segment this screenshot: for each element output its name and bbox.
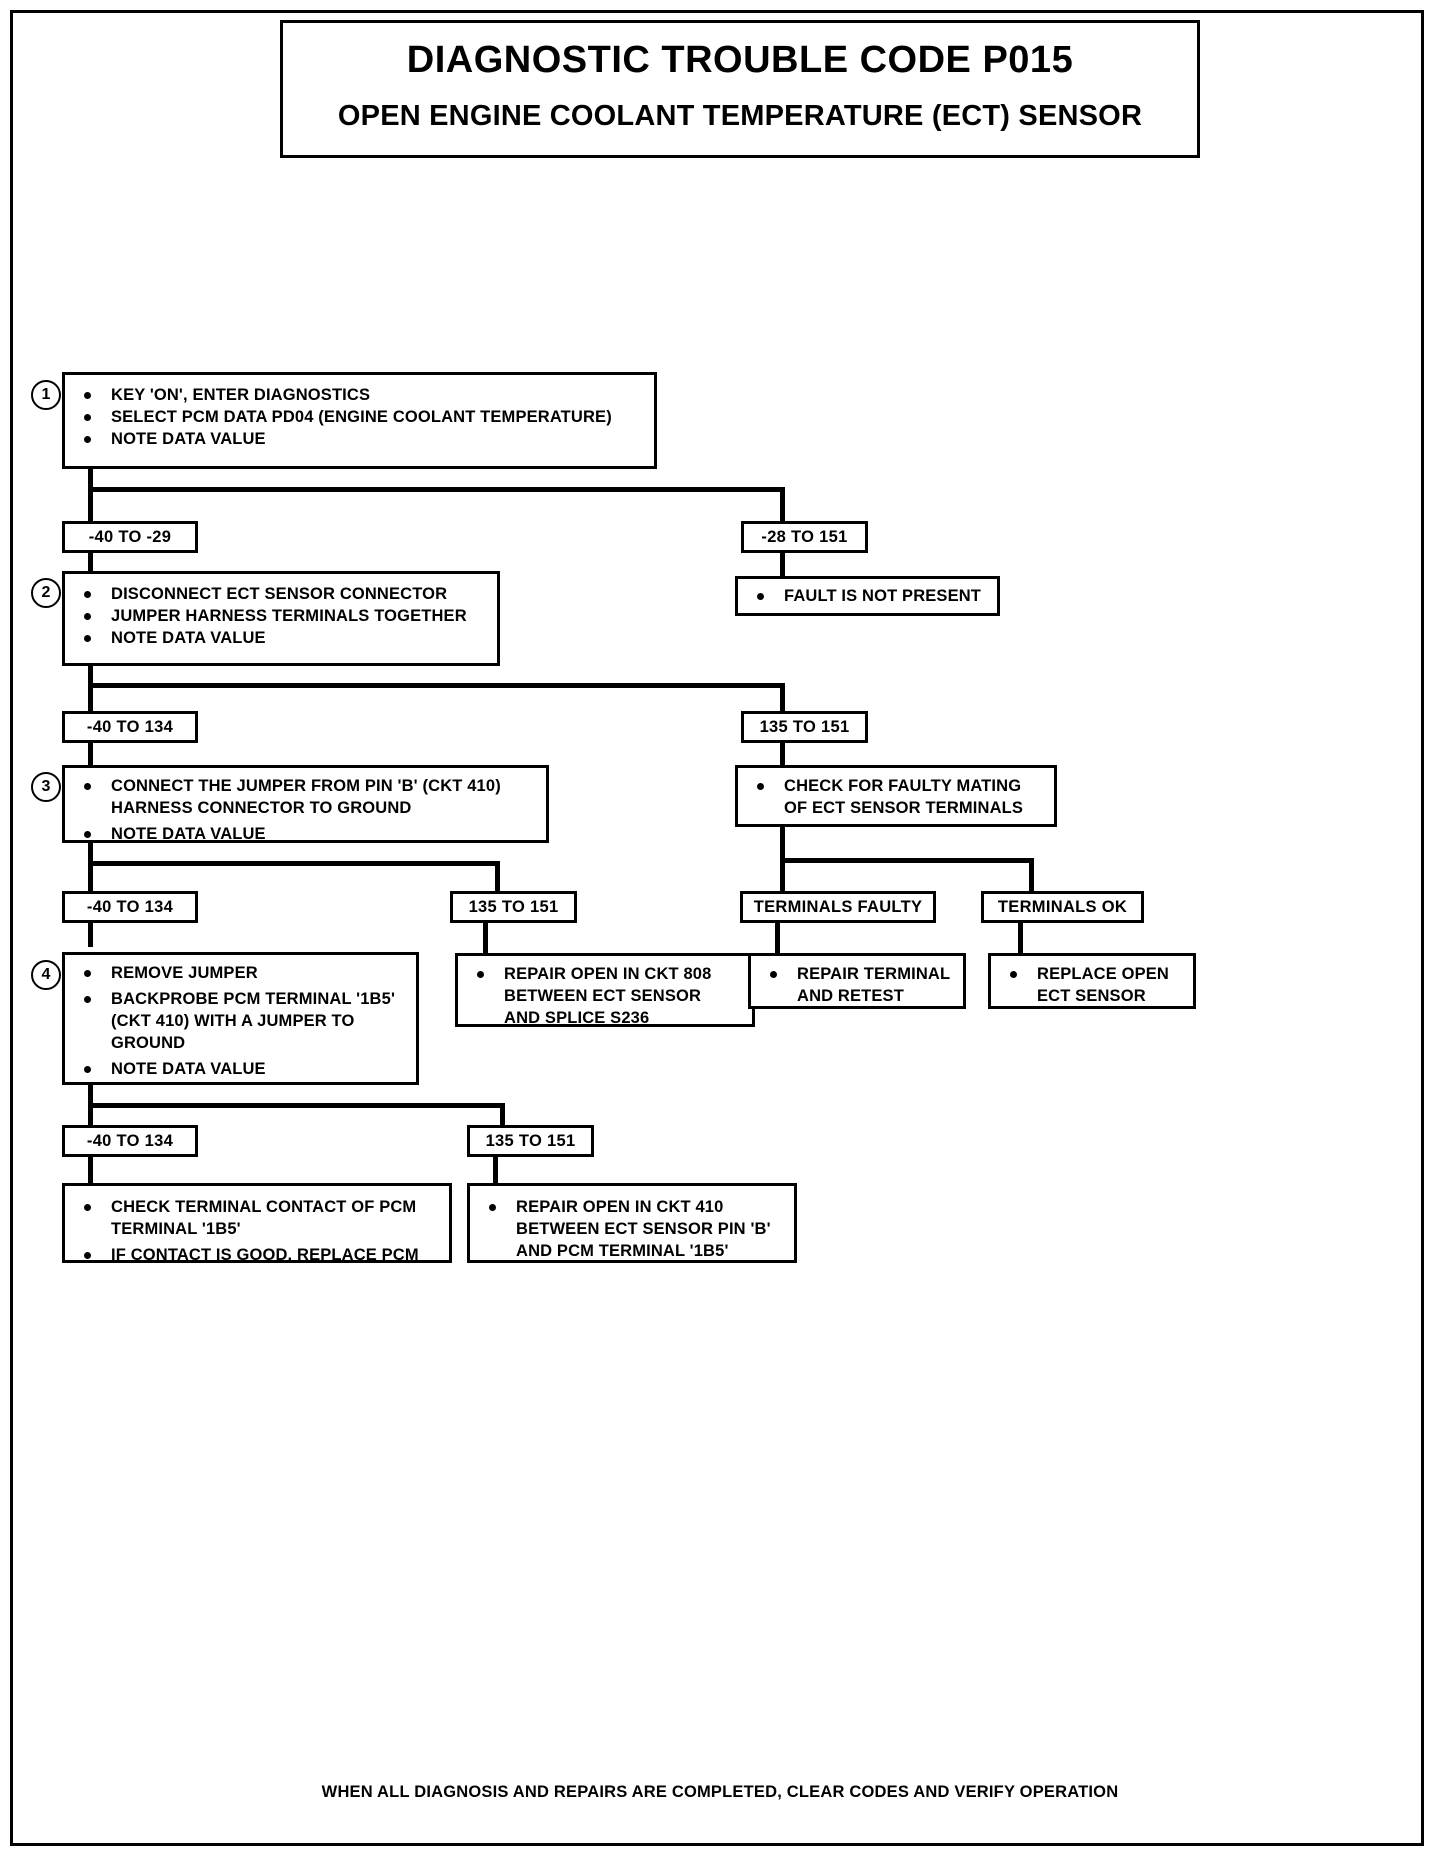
connector-step4-split: [88, 1103, 505, 1108]
check-faulty-mating-box: CHECK FOR FAULTY MATING OF ECT SENSOR TE…: [735, 765, 1057, 827]
connector-step2-split: [88, 683, 785, 688]
check-terminal-contact-bullet-2: IF CONTACT IS GOOD, REPLACE PCM: [71, 1244, 441, 1266]
step-2-bullet-3: NOTE DATA VALUE: [71, 627, 489, 649]
repair-open-ckt808-text: REPAIR OPEN IN CKT 808 BETWEEN ECT SENSO…: [464, 963, 744, 1029]
page-border: [10, 10, 1424, 1846]
connector-mating-down: [780, 827, 785, 861]
connector-r4right-down: [493, 1157, 498, 1185]
connector-step2-right-drop: [780, 683, 785, 715]
connector-step3-left-drop: [88, 861, 93, 893]
step-number-1: 1: [31, 380, 61, 410]
range-label-minus40-to-134-row4: -40 TO 134: [62, 1125, 198, 1157]
repair-open-ckt410-box: REPAIR OPEN IN CKT 410 BETWEEN ECT SENSO…: [467, 1183, 797, 1263]
step-number-3: 3: [31, 772, 61, 802]
connector-r1right-down: [780, 553, 785, 578]
step-2-bullet-2: JUMPER HARNESS TERMINALS TOGETHER: [71, 605, 489, 627]
repair-terminal-text: REPAIR TERMINAL AND RETEST: [757, 963, 955, 1007]
connector-step3-split: [88, 861, 500, 866]
step-3-bullet-1: CONNECT THE JUMPER FROM PIN 'B' (CKT 410…: [71, 775, 538, 819]
range-label-135-to-151-row3: 135 TO 151: [450, 891, 577, 923]
page-subtitle: OPEN ENGINE COOLANT TEMPERATURE (ECT) SE…: [337, 100, 1143, 132]
title-block: DIAGNOSTIC TROUBLE CODE P015 OPEN ENGINE…: [280, 20, 1200, 158]
step-1-bullet-3: NOTE DATA VALUE: [71, 428, 646, 450]
connector-step4-left-drop: [88, 1103, 93, 1129]
step-1-bullet-2: SELECT PCM DATA PD04 (ENGINE COOLANT TEM…: [71, 406, 646, 428]
check-terminal-contact-bullet-1: CHECK TERMINAL CONTACT OF PCM TERMINAL '…: [71, 1196, 441, 1240]
step-3-box: CONNECT THE JUMPER FROM PIN 'B' (CKT 410…: [62, 765, 549, 843]
step-2-box: DISCONNECT ECT SENSOR CONNECTOR JUMPER H…: [62, 571, 500, 666]
range-label-minus40-to-134-row2: -40 TO 134: [62, 711, 198, 743]
step-4-box: REMOVE JUMPER BACKPROBE PCM TERMINAL '1B…: [62, 952, 419, 1085]
range-label-minus40-to-minus29: -40 TO -29: [62, 521, 198, 553]
connector-r3mid-down: [483, 923, 488, 955]
replace-ect-sensor-box: REPLACE OPEN ECT SENSOR: [988, 953, 1196, 1009]
step-1-bullet-1: KEY 'ON', ENTER DIAGNOSTICS: [71, 384, 646, 406]
step-3-bullet-2: NOTE DATA VALUE: [71, 823, 538, 845]
step-4-bullet-2: BACKPROBE PCM TERMINAL '1B5' (CKT 410) W…: [71, 988, 408, 1054]
repair-open-ckt808-box: REPAIR OPEN IN CKT 808 BETWEEN ECT SENSO…: [455, 953, 755, 1027]
connector-terminals-faulty-down: [775, 923, 780, 955]
footer-note: WHEN ALL DIAGNOSIS AND REPAIRS ARE COMPL…: [321, 1783, 1119, 1801]
step-1-box: KEY 'ON', ENTER DIAGNOSTICS SELECT PCM D…: [62, 372, 657, 469]
connector-step4-right-drop: [500, 1103, 505, 1129]
check-faulty-mating-text: CHECK FOR FAULTY MATING OF ECT SENSOR TE…: [744, 775, 1046, 819]
range-label-135-to-151-row4: 135 TO 151: [467, 1125, 594, 1157]
step-number-4: 4: [31, 960, 61, 990]
fault-not-present-text: FAULT IS NOT PRESENT: [744, 585, 989, 607]
range-label-minus40-to-134-row3: -40 TO 134: [62, 891, 198, 923]
connector-r4left-down: [88, 1157, 93, 1185]
step-4-bullet-1: REMOVE JUMPER: [71, 962, 408, 984]
connector-step1-left-drop: [88, 487, 93, 523]
connector-r3left-down: [88, 923, 93, 947]
step-number-2: 2: [31, 578, 61, 608]
step-2-bullet-1: DISCONNECT ECT SENSOR CONNECTOR: [71, 583, 489, 605]
connector-step1-split: [88, 487, 785, 492]
terminals-faulty-label: TERMINALS FAULTY: [740, 891, 936, 923]
connector-step1-right-drop: [780, 487, 785, 523]
terminals-ok-label: TERMINALS OK: [981, 891, 1144, 923]
fault-not-present-box: FAULT IS NOT PRESENT: [735, 576, 1000, 616]
connector-r1left-down: [88, 553, 93, 575]
connector-r2left-down: [88, 743, 93, 767]
page-title: DIAGNOSTIC TROUBLE CODE P015: [406, 39, 1074, 81]
connector-terminals-ok-down: [1018, 923, 1023, 955]
range-label-135-to-151-row2: 135 TO 151: [741, 711, 868, 743]
connector-step3-down: [88, 843, 93, 865]
repair-terminal-box: REPAIR TERMINAL AND RETEST: [748, 953, 966, 1009]
check-terminal-contact-box: CHECK TERMINAL CONTACT OF PCM TERMINAL '…: [62, 1183, 452, 1266]
connector-step4-down: [88, 1085, 93, 1107]
connector-terminals-ok-drop: [1029, 858, 1034, 893]
connector-step3-mid-drop: [495, 861, 500, 893]
connector-mating-split: [780, 858, 1034, 863]
replace-ect-sensor-text: REPLACE OPEN ECT SENSOR: [997, 963, 1185, 1007]
range-label-minus28-to-151: -28 TO 151: [741, 521, 868, 553]
connector-r2right-down: [780, 743, 785, 767]
repair-open-ckt410-text: REPAIR OPEN IN CKT 410 BETWEEN ECT SENSO…: [476, 1196, 786, 1262]
connector-step2-left-drop: [88, 683, 93, 715]
connector-step2-down: [88, 666, 93, 688]
step-4-bullet-3: NOTE DATA VALUE: [71, 1058, 408, 1080]
connector-terminals-faulty-drop: [780, 858, 785, 893]
connector-step1-down: [88, 469, 93, 491]
